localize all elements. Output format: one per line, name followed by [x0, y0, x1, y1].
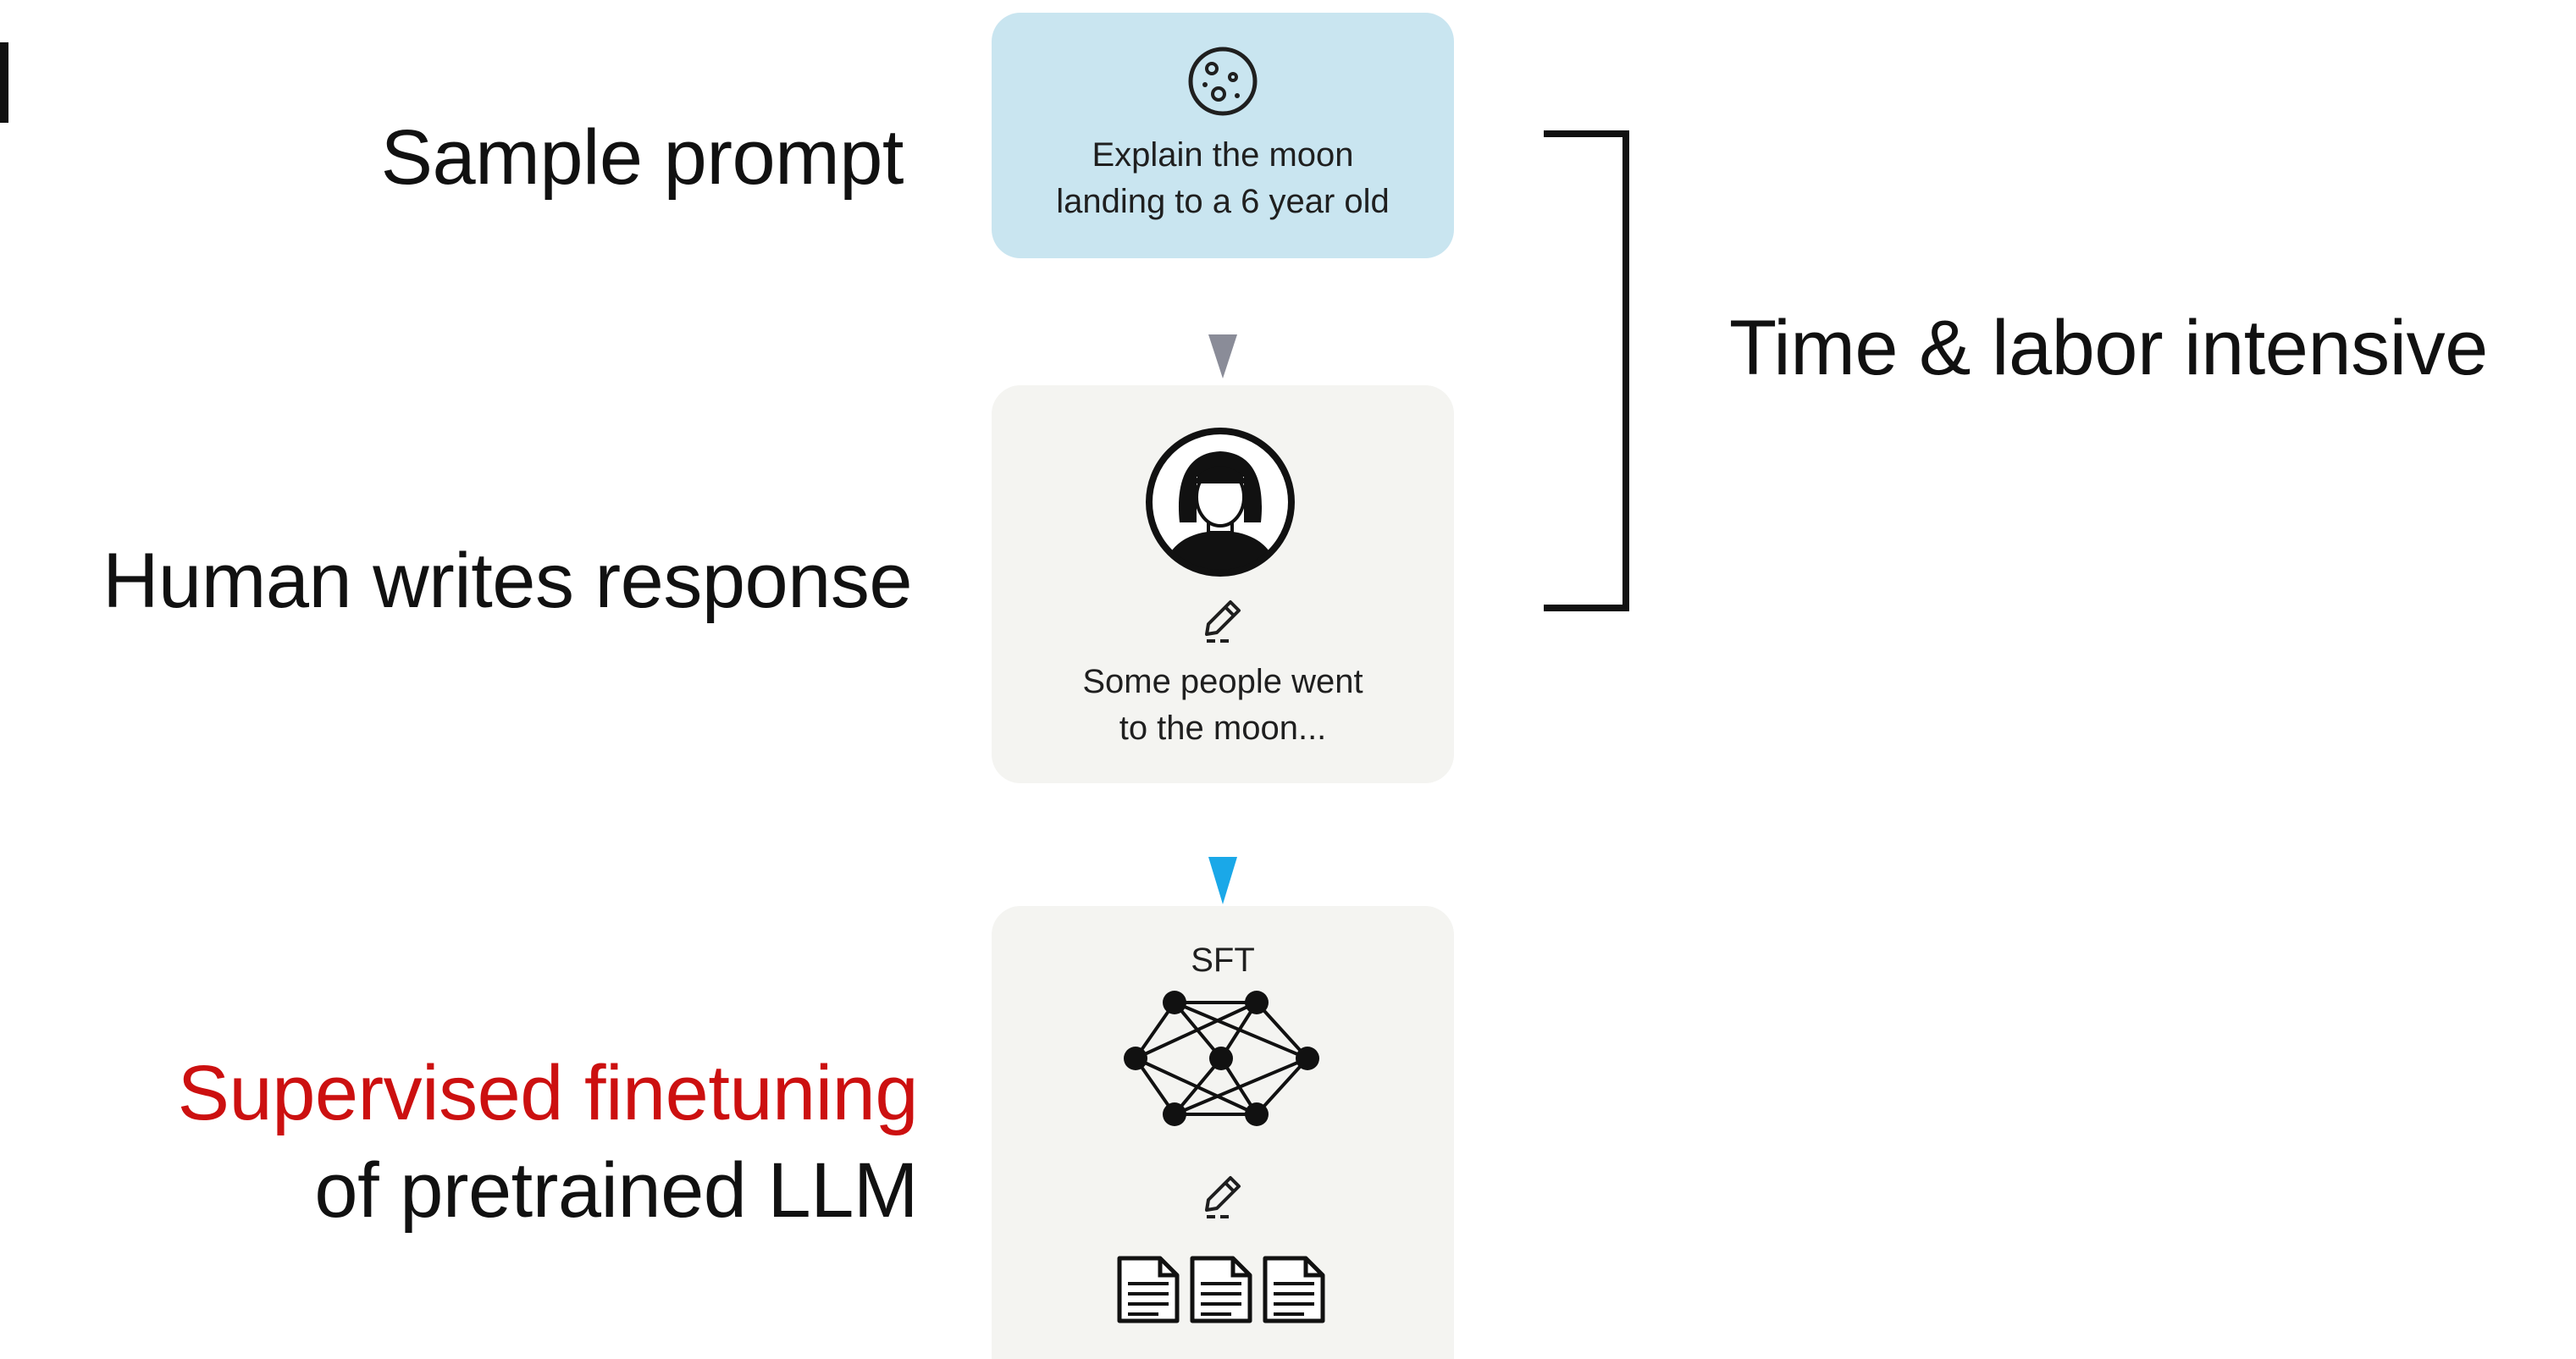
neural-network-icon [1124, 991, 1319, 1126]
pencil-icon [1205, 600, 1241, 643]
label-sample-prompt: Sample prompt [380, 114, 904, 201]
person-avatar-icon [1146, 428, 1295, 577]
document-icon [1190, 1256, 1252, 1323]
label-of-pretrained-llm: of pretrained LLM [314, 1147, 918, 1234]
document-icon [1263, 1256, 1325, 1323]
arrow-down-blue [1208, 857, 1237, 904]
label-supervised-finetuning: Supervised finetuning [177, 1050, 919, 1136]
document-icon [1117, 1256, 1180, 1323]
sft-title: SFT [1191, 942, 1255, 979]
label-human-writes-response: Human writes response [102, 538, 912, 624]
label-time-labor-intensive: Time & labor intensive [1729, 305, 2488, 391]
arrow-down-grey [1208, 334, 1237, 378]
moon-icon [1188, 47, 1258, 116]
prompt-text-line2: landing to a 6 year old [1056, 183, 1390, 220]
response-text-line1: Some people went [1082, 663, 1363, 700]
edge-mark [0, 42, 8, 123]
prompt-card: Explain the moon landing to a 6 year old [992, 13, 1454, 258]
sft-card: SFT [992, 906, 1454, 1359]
response-card: Some people went to the moon... [992, 385, 1454, 783]
pencil-icon [1205, 1176, 1241, 1218]
bracket [1544, 130, 1629, 611]
prompt-text-line1: Explain the moon [1092, 136, 1354, 174]
response-text-line2: to the moon... [1119, 710, 1327, 747]
